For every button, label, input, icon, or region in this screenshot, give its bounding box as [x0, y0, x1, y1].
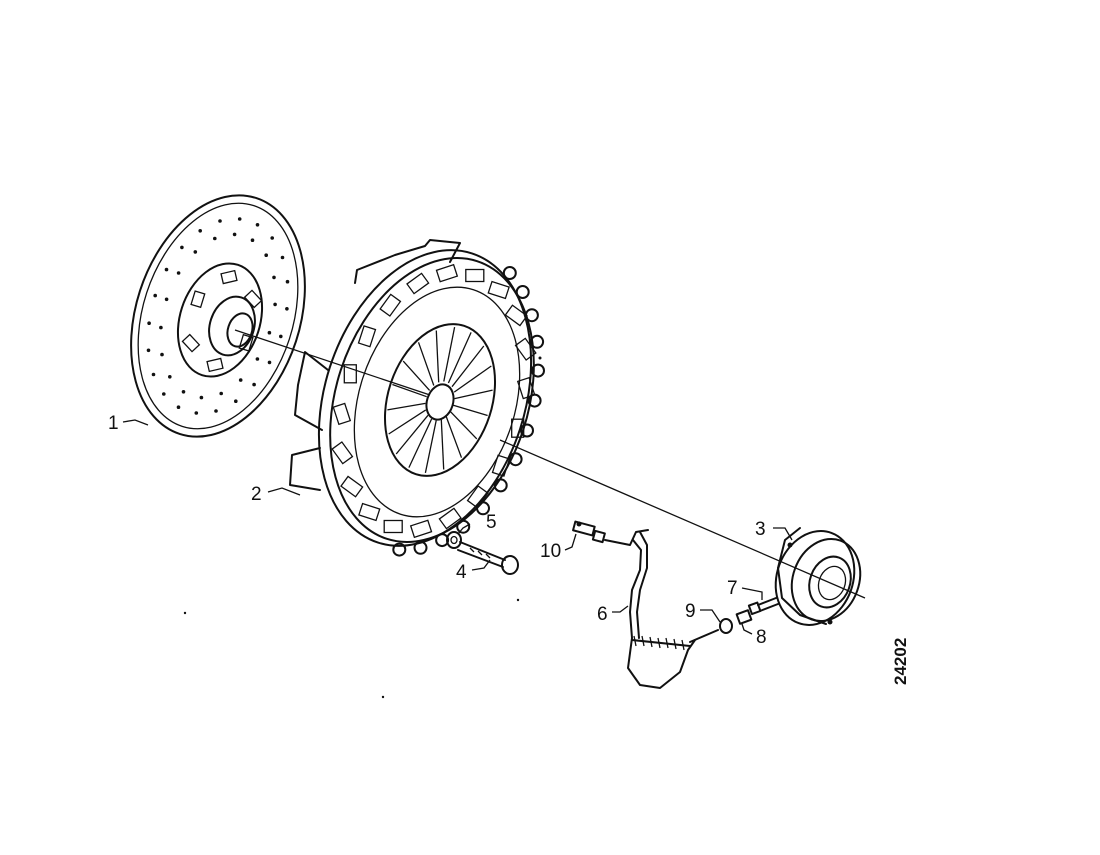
part-label-7: 7	[727, 578, 738, 599]
banjo-connector	[572, 520, 606, 544]
fitting	[735, 609, 753, 625]
part-label-3: 3	[755, 519, 766, 540]
diagram-reference-number: 24202	[891, 638, 910, 685]
washer	[446, 531, 462, 549]
release-bearing	[774, 527, 862, 626]
part-label-5: 5	[486, 512, 497, 533]
clutch-disc	[130, 194, 306, 438]
part-label-4: 4	[456, 562, 467, 583]
grease-nipple	[747, 597, 779, 616]
scan-specks	[183, 356, 542, 699]
part-label-1: 1	[108, 413, 119, 434]
nut	[719, 618, 733, 634]
part-label-8: 8	[756, 627, 767, 648]
lubrication-hose	[604, 529, 719, 689]
part-label-6: 6	[597, 604, 608, 625]
bolt	[457, 541, 519, 575]
centre-axis-line	[234, 329, 866, 599]
pressure-plate	[289, 239, 545, 557]
part-label-2: 2	[251, 484, 262, 505]
leader-lines	[122, 419, 793, 635]
part-label-10: 10	[540, 541, 561, 562]
part-label-9: 9	[685, 601, 696, 622]
